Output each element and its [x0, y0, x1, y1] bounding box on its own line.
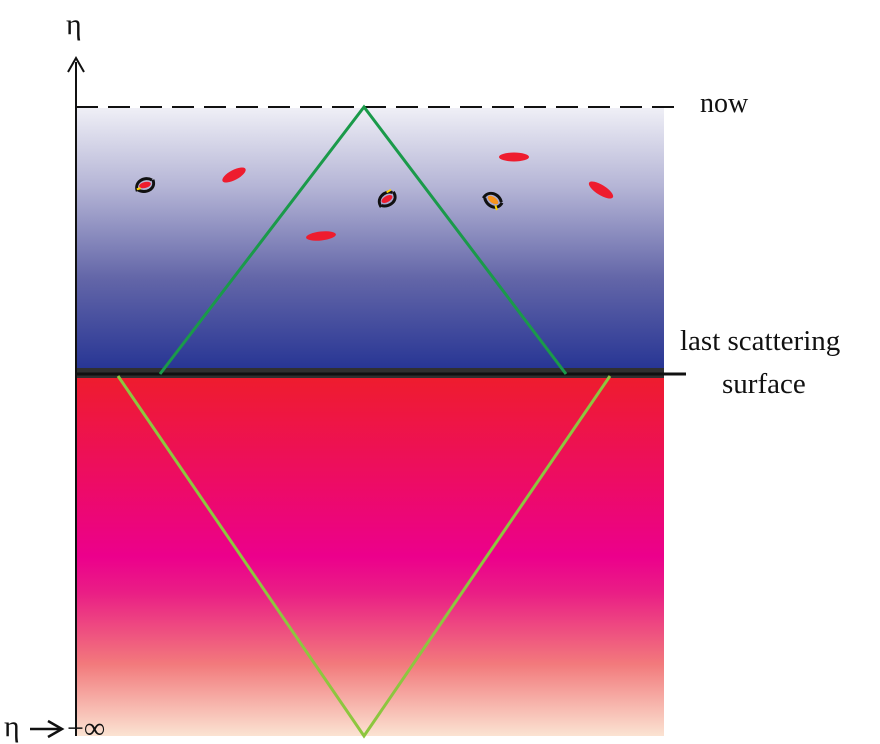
last-scattering-label-line1: last scattering [680, 325, 840, 357]
spiral-galaxy-icon [482, 191, 504, 211]
post-recombination-region [76, 108, 664, 370]
red-galaxy-icon [499, 152, 529, 162]
last-scattering-label-line2: surface [722, 368, 806, 400]
arrow-right-icon [30, 719, 65, 739]
spiral-galaxy-icon [135, 177, 156, 193]
red-galaxy-icon [588, 181, 614, 199]
eta-limit-label: η [4, 710, 20, 743]
axis-arrow-icon [67, 55, 85, 73]
spiral-galaxy-icon [377, 188, 397, 208]
pre-recombination-region [76, 378, 664, 736]
now-label: now [700, 88, 749, 119]
outer-light-cone [116, 375, 612, 739]
eta-axis-label: η [66, 8, 82, 41]
red-galaxy-icon [222, 167, 246, 183]
minus-infinity-label: −∞ [67, 712, 105, 744]
inner-light-cone [158, 104, 568, 375]
red-galaxy-icon [306, 231, 336, 241]
